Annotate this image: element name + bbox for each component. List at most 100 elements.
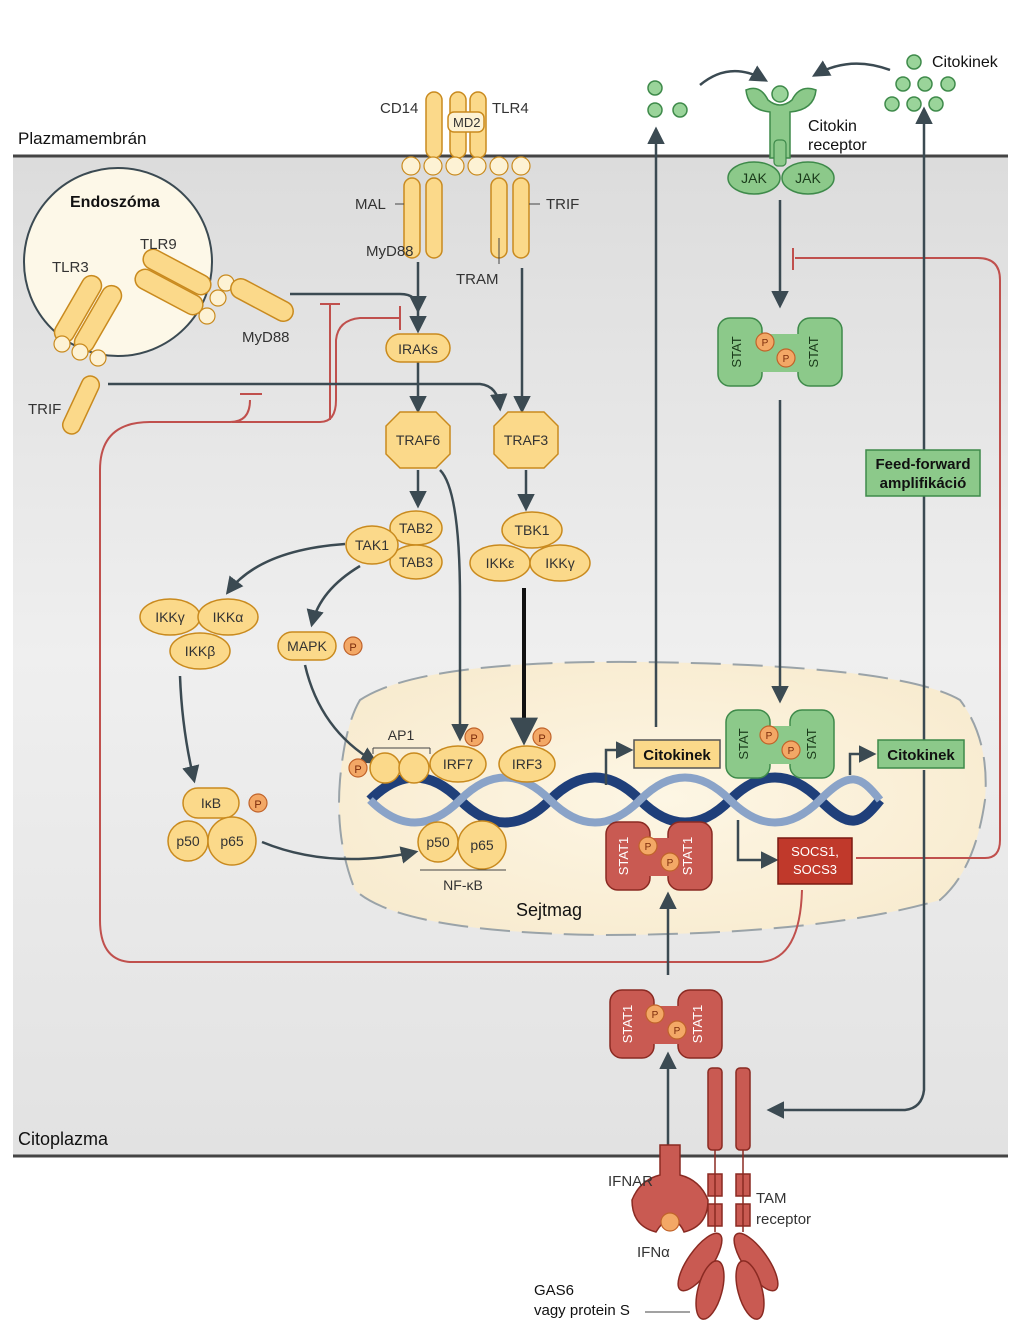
traf3-label: TRAF3 bbox=[504, 432, 549, 448]
stat-dimer-nuc bbox=[725, 709, 835, 779]
ikka-label: IKKα bbox=[213, 609, 244, 625]
stat1-cyto-left-label: STAT1 bbox=[620, 1005, 635, 1044]
irf3-phospho-icon bbox=[532, 727, 552, 747]
stat-nuc-p2: P bbox=[788, 746, 795, 757]
ikb-label: IκB bbox=[201, 795, 221, 811]
citokinek-box-left bbox=[633, 739, 721, 769]
ap1-label: AP1 bbox=[388, 727, 415, 743]
stat-nuc-right-label: STAT bbox=[804, 728, 819, 759]
dna-helix bbox=[366, 772, 884, 828]
tak1-label: TAK1 bbox=[355, 537, 389, 553]
stat-nuc-p1: P bbox=[766, 731, 773, 742]
trif-label: TRIF bbox=[546, 196, 579, 213]
iraks-label: IRAKs bbox=[398, 341, 438, 357]
stat1-cyto-p2: P bbox=[674, 1026, 681, 1037]
plasma-membrane-label: Plazmamembrán bbox=[18, 129, 147, 148]
socs-line1: SOCS1, bbox=[791, 844, 839, 859]
nucleus bbox=[338, 660, 987, 937]
stat-nuc-left-label: STAT bbox=[736, 728, 751, 759]
cytoplasm-label: Citoplazma bbox=[18, 1129, 109, 1149]
irf7-node bbox=[429, 745, 487, 783]
stat-cyto-right-label: STAT bbox=[806, 336, 821, 367]
stat1-dimer-cyto bbox=[609, 989, 723, 1059]
tam-line2: receptor bbox=[756, 1211, 811, 1228]
cytokines-right-cluster bbox=[884, 54, 956, 112]
ikke-label: IKKε bbox=[486, 555, 515, 571]
tbk1-label: TBK1 bbox=[514, 522, 549, 538]
traf6-label: TRAF6 bbox=[396, 432, 441, 448]
tlr3-label: TLR3 bbox=[52, 259, 89, 276]
cytokine-receptor bbox=[727, 85, 835, 195]
ifna-label: IFNα bbox=[637, 1244, 670, 1261]
traf6-node bbox=[385, 411, 451, 469]
mapk-node bbox=[277, 631, 337, 661]
iraks-node bbox=[385, 333, 451, 363]
cd14-label: CD14 bbox=[380, 100, 418, 117]
citokinek-left-label: Citokinek bbox=[643, 747, 711, 764]
ikkb-label: IKKβ bbox=[185, 643, 216, 659]
stat1-cyto-right-label: STAT1 bbox=[690, 1005, 705, 1044]
endosome-receptors bbox=[53, 248, 294, 435]
socs-box bbox=[777, 837, 853, 885]
tam-receptor bbox=[677, 1067, 779, 1320]
citokinek-top-label: Citokinek bbox=[932, 54, 999, 71]
tlr4-complex bbox=[395, 91, 540, 264]
endo-myd88-label: MyD88 bbox=[242, 329, 290, 346]
irf3-label: IRF3 bbox=[512, 756, 543, 772]
activation-arrows bbox=[108, 60, 933, 1145]
irf7-label: IRF7 bbox=[443, 756, 474, 772]
irf7-phospho-icon bbox=[464, 727, 484, 747]
inhibitory-lines bbox=[99, 248, 1001, 963]
irf3-node bbox=[498, 745, 556, 783]
stat1-nuc-right-label: STAT1 bbox=[680, 837, 695, 876]
nuclear-envelope bbox=[338, 660, 987, 937]
gas6-line2: vagy protein S bbox=[534, 1302, 630, 1319]
feed-forward-line1: Feed-forward bbox=[875, 456, 970, 473]
ikb-phospho-icon bbox=[248, 793, 268, 813]
jak-left-label: JAK bbox=[741, 170, 767, 186]
citokinek-right-label: Citokinek bbox=[887, 747, 955, 764]
tam-line1: TAM bbox=[756, 1190, 787, 1207]
ap1-phospho-icon bbox=[348, 758, 368, 778]
irf7-p-label: P bbox=[470, 733, 477, 745]
stat-cyto-left-label: STAT bbox=[729, 336, 744, 367]
ikb-node bbox=[182, 787, 240, 819]
stat1-nuc-p2: P bbox=[667, 858, 674, 869]
ikk-complex bbox=[139, 598, 259, 670]
tram-label: TRAM bbox=[456, 271, 499, 288]
stat-dimer-cyto bbox=[717, 317, 843, 387]
mapk-phospho-icon bbox=[343, 636, 363, 656]
stat1-cyto-p1: P bbox=[652, 1010, 659, 1021]
mapk-label: MAPK bbox=[287, 638, 327, 654]
ikb-p-label: P bbox=[254, 799, 261, 811]
tab2-label: TAB2 bbox=[399, 520, 433, 536]
gas6-line1: GAS6 bbox=[534, 1282, 574, 1299]
nuc-p65-label: p65 bbox=[470, 837, 494, 853]
stat-cyto-p2: P bbox=[783, 354, 790, 365]
jak-right-label: JAK bbox=[795, 170, 821, 186]
md2-label: MD2 bbox=[453, 115, 480, 130]
receptor-line2: receptor bbox=[808, 137, 867, 154]
endo-trif-label: TRIF bbox=[28, 401, 61, 418]
tak1-complex bbox=[345, 510, 443, 580]
cyto-p50-label: p50 bbox=[176, 833, 200, 849]
endosome-label: Endoszóma bbox=[70, 194, 160, 211]
socs-line2: SOCS3 bbox=[793, 862, 837, 877]
receptor-line1: Citokin bbox=[808, 118, 857, 135]
nucleus-label: Sejtmag bbox=[516, 900, 582, 920]
cyto-p65-label: p65 bbox=[220, 833, 244, 849]
ap1-subunits bbox=[369, 752, 430, 784]
nuc-p65-node bbox=[457, 820, 507, 870]
stat1-nuc-p1: P bbox=[645, 842, 652, 853]
cytokines-left-cluster bbox=[647, 80, 688, 118]
ikkg-tbk1-label: IKKγ bbox=[545, 555, 575, 571]
irf3-p-label: P bbox=[538, 733, 545, 745]
nuc-p50-label: p50 bbox=[426, 834, 450, 850]
tbk1-complex bbox=[469, 511, 591, 582]
tlr4-label: TLR4 bbox=[492, 100, 529, 117]
feed-forward-box bbox=[865, 449, 981, 497]
tlr9-label: TLR9 bbox=[140, 236, 177, 253]
ifnar-receptor bbox=[631, 1144, 709, 1233]
